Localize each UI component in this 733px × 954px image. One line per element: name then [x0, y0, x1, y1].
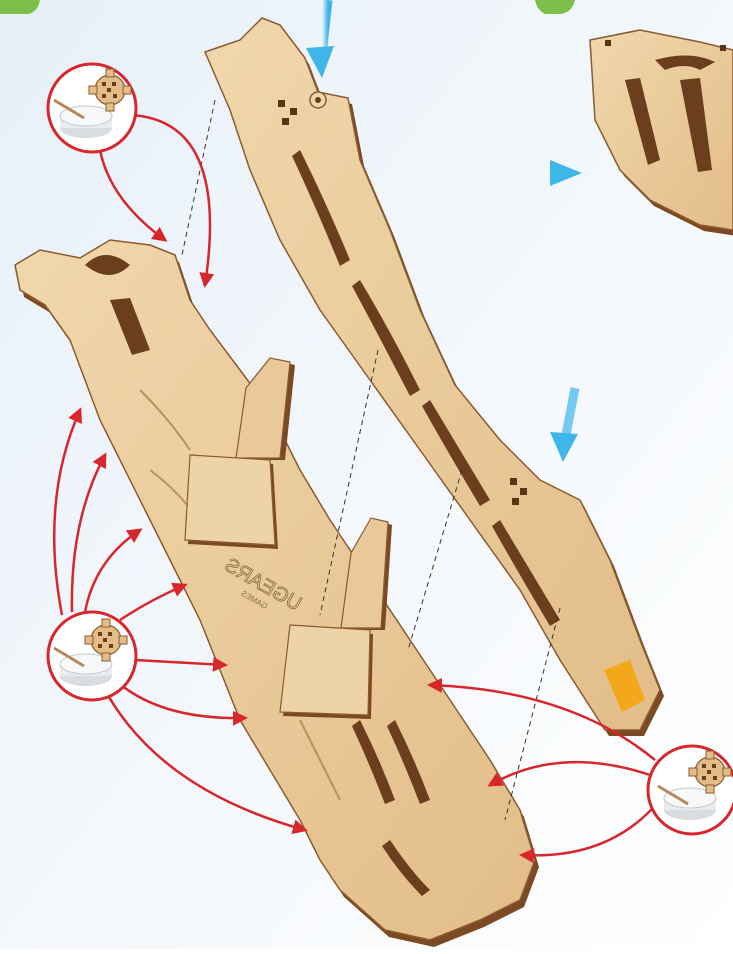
- glue-pot-icon: [48, 64, 136, 152]
- glue-pot-icon: [48, 612, 136, 700]
- glue-pot-icon: [648, 746, 733, 834]
